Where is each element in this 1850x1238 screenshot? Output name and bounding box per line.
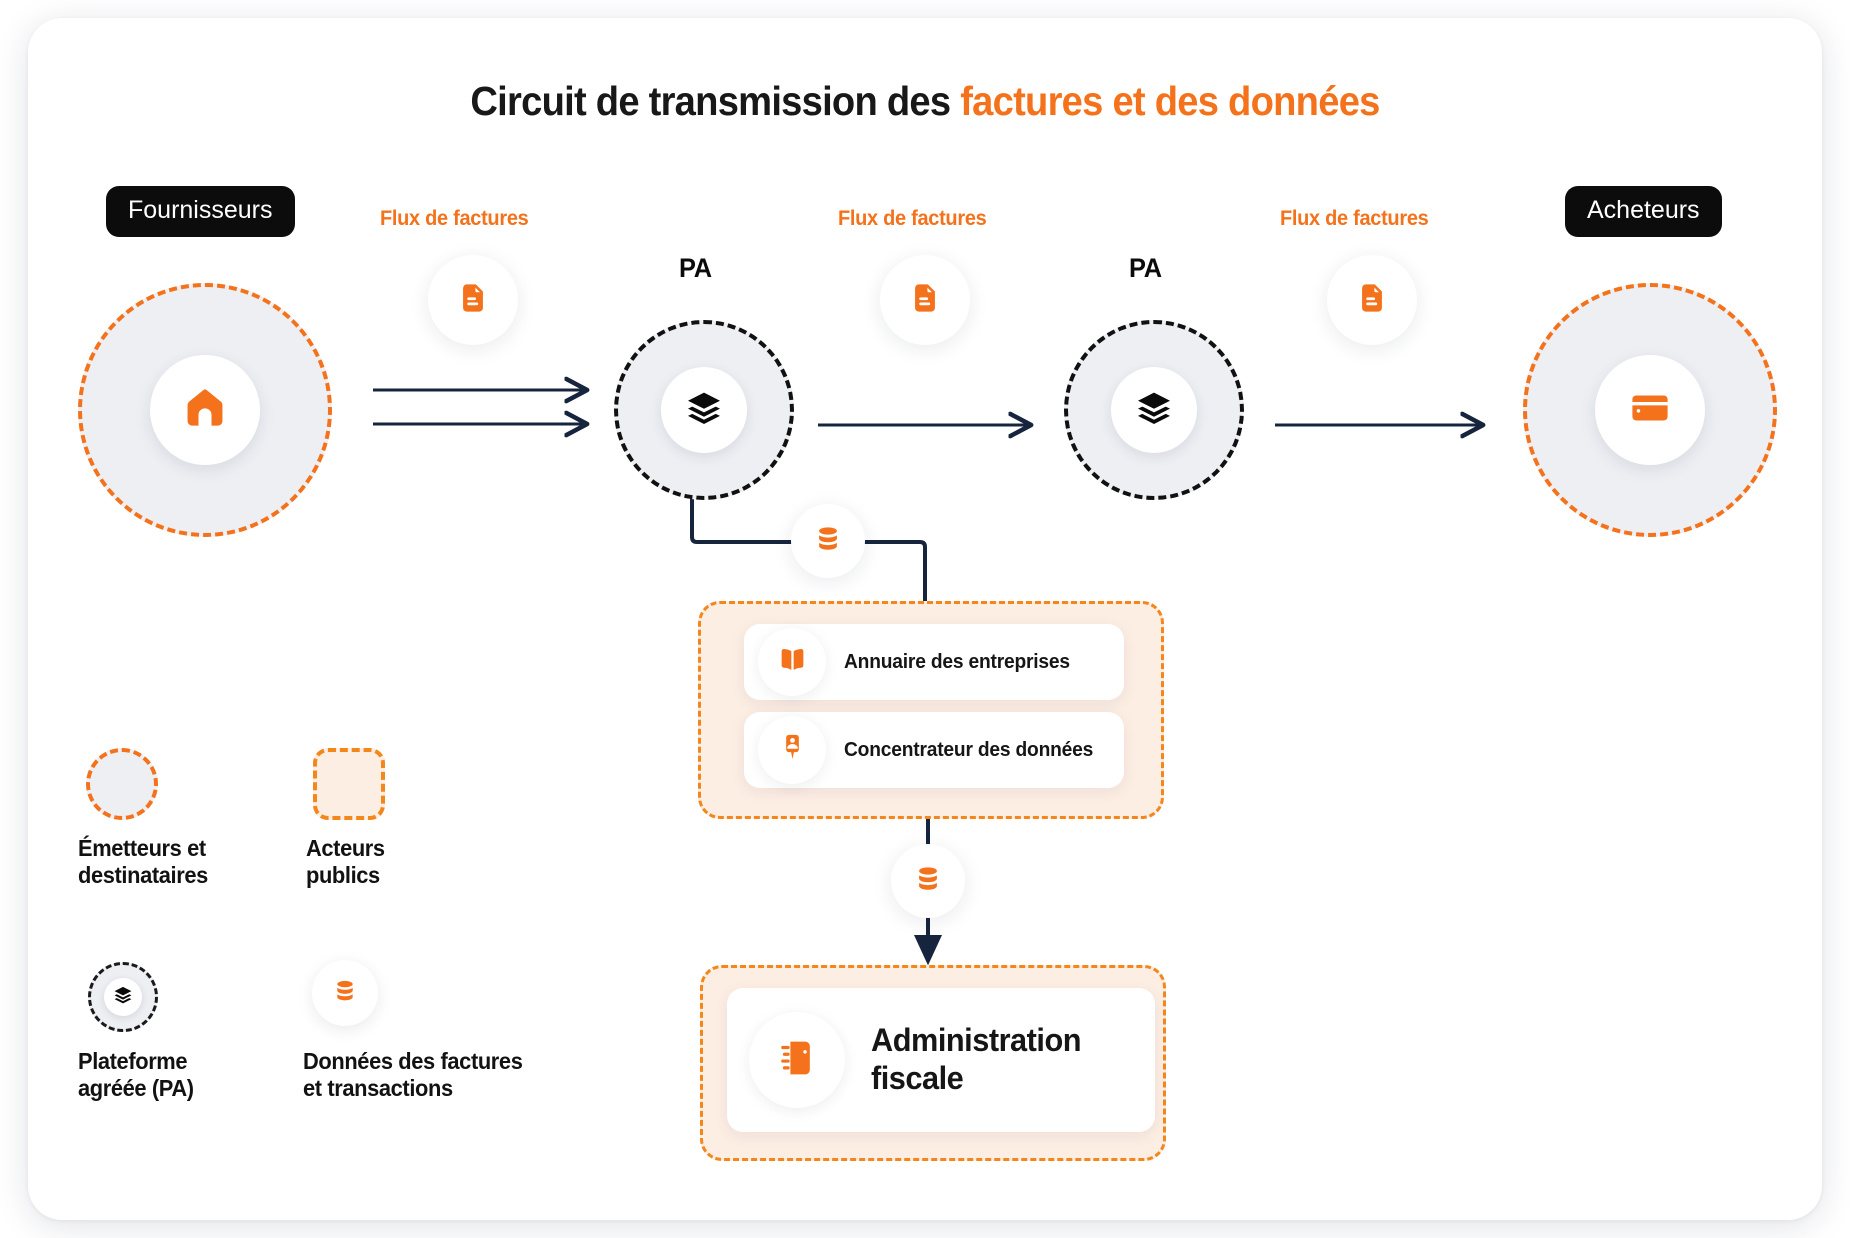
node-buyers[interactable]: [1523, 283, 1777, 537]
user-pin-icon: [777, 732, 808, 768]
page-title-highlight: factures et des données: [960, 78, 1380, 124]
legend-pa-inner: [104, 978, 142, 1016]
card-concentrateur-des-donnees[interactable]: Concentrateur des données: [744, 712, 1124, 788]
pa-right-icon-wrap: [1111, 367, 1197, 453]
layers-icon: [1135, 389, 1173, 432]
pa-left-icon-wrap: [661, 367, 747, 453]
legend-swatch-platform: [88, 962, 158, 1032]
data-bubble-1: [791, 504, 865, 578]
data-bubble-2: [891, 844, 965, 918]
label-suppliers: Fournisseurs: [106, 186, 295, 237]
card-administration-fiscale[interactable]: Administration fiscale: [727, 988, 1155, 1132]
legend-label-emitters: Émetteurs et destinataires: [78, 835, 208, 889]
suppliers-icon-wrap: [150, 355, 260, 465]
dashed-orange-circle-icon: [86, 748, 158, 820]
buyers-icon-wrap: [1595, 355, 1705, 465]
database-icon: [913, 864, 943, 899]
home-icon: [182, 385, 228, 436]
layers-icon: [113, 985, 133, 1010]
card-annuaire-des-entreprises[interactable]: Annuaire des entreprises: [744, 624, 1124, 700]
legend-label-platform: Plateforme agréée (PA): [78, 1048, 194, 1102]
credit-card-icon: [1628, 386, 1672, 435]
ledger-icon: [775, 1036, 819, 1085]
label-pa-left: PA: [679, 253, 712, 283]
legend-label-public-actors: Acteurs publics: [306, 835, 385, 889]
flow-label-3: Flux de factures: [1280, 207, 1429, 230]
dashed-orange-square-icon: [313, 748, 385, 820]
legend-swatch-emitters: [86, 748, 158, 820]
flow-label-2: Flux de factures: [838, 207, 987, 230]
document-icon: [908, 281, 942, 320]
card-label: Annuaire des entreprises: [844, 650, 1070, 673]
flow-bubble-2: [880, 255, 970, 345]
layers-icon: [685, 389, 723, 432]
database-icon: [332, 978, 358, 1009]
node-pa-left[interactable]: [614, 320, 794, 500]
database-icon: [813, 524, 843, 559]
page-title: Circuit de transmission des factures et …: [65, 78, 1786, 125]
white-bubble-icon: [312, 960, 378, 1026]
legend-swatch-invoice-data: [312, 960, 378, 1026]
flow-bubble-1: [428, 255, 518, 345]
card-icon-wrap: [758, 628, 826, 696]
document-icon: [456, 281, 490, 320]
page-title-plain: Circuit de transmission des: [470, 78, 961, 124]
document-icon: [1355, 281, 1389, 320]
label-buyers: Acheteurs: [1565, 186, 1722, 237]
card-label: Administration fiscale: [871, 1022, 1082, 1096]
flow-label-1: Flux de factures: [380, 207, 529, 230]
node-pa-right[interactable]: [1064, 320, 1244, 500]
card-label: Concentrateur des données: [844, 738, 1094, 761]
legend-label-invoice-data: Données des factures et transactions: [303, 1048, 523, 1102]
dashed-black-circle-icon: [88, 962, 158, 1032]
card-icon-wrap: [749, 1012, 845, 1108]
flow-bubble-3: [1327, 255, 1417, 345]
node-suppliers[interactable]: [78, 283, 332, 537]
label-pa-right: PA: [1129, 253, 1162, 283]
book-icon: [777, 644, 808, 680]
legend-swatch-public-actors: [313, 748, 385, 820]
card-icon-wrap: [758, 716, 826, 784]
